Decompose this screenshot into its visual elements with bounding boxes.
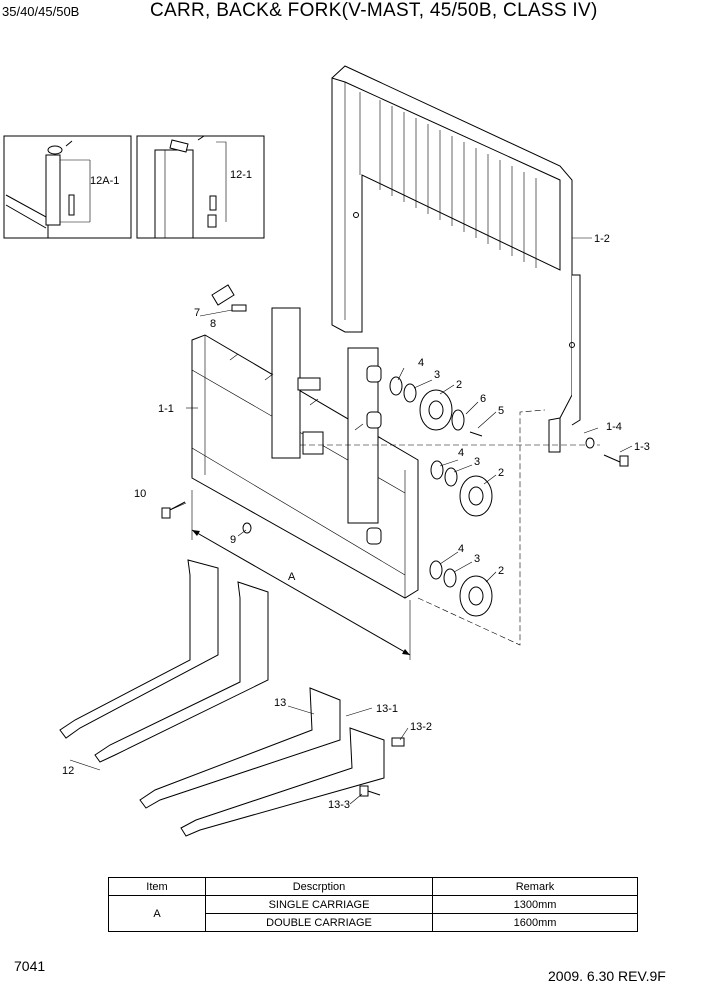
- carriage-frame: [186, 307, 419, 599]
- cell-remark: 1600mm: [432, 913, 638, 932]
- roller-group-top: [366, 365, 483, 437]
- leader-lines: [169, 309, 633, 805]
- callout-12a-1: 12A-1: [90, 175, 119, 187]
- callout-1-1: 1-1: [158, 403, 174, 415]
- callout-2-bottom: 2: [498, 565, 504, 577]
- callout-3-top: 3: [434, 369, 440, 381]
- roller-group-bottom: [366, 527, 493, 617]
- callout-13: 13: [274, 697, 286, 709]
- fork-pair-option: [139, 687, 405, 837]
- callout-7: 7: [194, 307, 200, 319]
- callout-1-2: 1-2: [594, 233, 610, 245]
- model-code: 35/40/45/50B: [2, 4, 80, 19]
- callout-6: 6: [480, 393, 486, 405]
- callout-4-middle: 4: [458, 447, 464, 459]
- callout-5: 5: [498, 405, 504, 417]
- header-item: Item: [108, 877, 206, 896]
- callout-2-top: 2: [456, 379, 462, 391]
- header-remark: Remark: [432, 877, 638, 896]
- cell-item: A: [108, 895, 206, 932]
- header-description: Descrption: [205, 877, 433, 896]
- load-backrest: [331, 65, 592, 453]
- callout-2-middle: 2: [498, 467, 504, 479]
- callout-12-1: 12-1: [230, 169, 252, 181]
- callout-3-bottom: 3: [474, 553, 480, 565]
- revision-date: 2009. 6.30 REV.9F: [548, 968, 666, 984]
- fork-pair-class: [59, 559, 269, 771]
- callout-13-2: 13-2: [410, 721, 432, 733]
- detail-inset-left: [3, 135, 132, 239]
- callout-12: 12: [62, 765, 74, 777]
- callout-4-top: 4: [418, 357, 424, 369]
- callout-13-3: 13-3: [328, 799, 350, 811]
- callout-8: 8: [210, 318, 216, 330]
- page-number: 7041: [14, 958, 46, 974]
- cell-remark: 1300mm: [432, 895, 638, 914]
- callout-10: 10: [134, 488, 146, 500]
- table-row: A SINGLE CARRIAGE 1300mm: [108, 895, 638, 932]
- page-title: CARR, BACK& FORK(V-MAST, 45/50B, CLASS I…: [150, 0, 598, 21]
- table-row: DOUBLE CARRIAGE 1600mm: [109, 913, 638, 932]
- callout-3-middle: 3: [474, 456, 480, 468]
- callout-1-3: 1-3: [634, 441, 650, 453]
- assembly-guide-line: [417, 409, 546, 646]
- hardware-bolts: [161, 284, 629, 797]
- callout-4-bottom: 4: [458, 543, 464, 555]
- cell-description: DOUBLE CARRIAGE: [205, 913, 433, 932]
- table-header-row: Item Descrption Remark: [108, 877, 638, 896]
- callout-1-4: 1-4: [606, 421, 622, 433]
- dimension-a: [191, 490, 411, 660]
- specification-table: Item Descrption Remark A SINGLE CARRIAGE…: [108, 877, 638, 932]
- roller-group-middle: [366, 411, 493, 517]
- callout-13-1: 13-1: [376, 703, 398, 715]
- detail-inset-right: [136, 135, 265, 239]
- callout-a: A: [288, 571, 296, 583]
- callout-9: 9: [230, 534, 236, 546]
- cell-description: SINGLE CARRIAGE: [205, 895, 433, 914]
